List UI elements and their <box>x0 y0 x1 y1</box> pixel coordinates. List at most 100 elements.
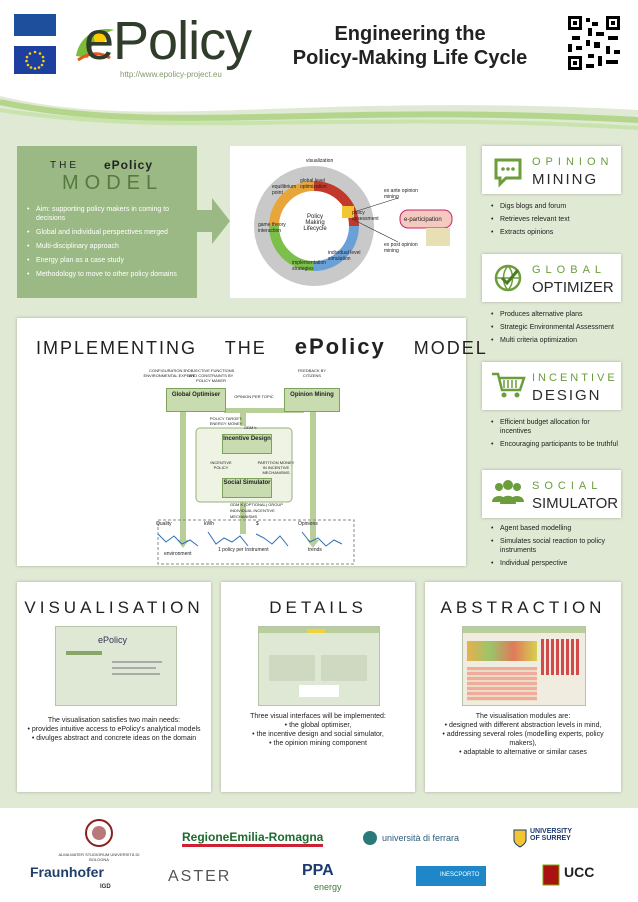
diag-global-opt: global level optimization <box>300 178 327 190</box>
list-item: Simulates social reaction to policy inst… <box>490 537 620 555</box>
inesc-logo <box>416 866 486 886</box>
incentive-title-2: DESIGN <box>532 387 602 404</box>
impl-opinions: Opinions <box>298 521 318 527</box>
diag-visualization: visualization <box>306 158 334 164</box>
visualisation-intro: The visualisation satisfies two main nee… <box>47 717 181 724</box>
social-simulator-node[interactable]: Social Simulator <box>222 478 272 498</box>
list-item: • provides intuitive access to ePolicy's… <box>27 726 201 733</box>
impl-title-d: MODEL <box>413 338 488 358</box>
sponsor-strip <box>0 808 638 902</box>
impl-partition: Partition money in Incentive Mechanisms <box>257 460 295 475</box>
list-item: Strategic Environmental Assessment <box>490 323 625 332</box>
header-wave <box>0 92 638 140</box>
impl-feedback: Feedback by Citizens <box>297 368 326 378</box>
impl-policy-instrument: 1 policy per Instrument <box>218 547 269 553</box>
list-item: • divulges abstract and concrete ideas o… <box>31 735 197 742</box>
opinion-bullets: Digs blogs and forum Retrieves relevant … <box>490 202 620 241</box>
impl-policy-target: Policy Target: Energy Money <box>209 416 243 426</box>
title-line-2: Policy-Making Life Cycle <box>292 47 528 69</box>
social-simulator-label: Social Simulator <box>223 480 271 486</box>
impl-objective: Objective Functions and Constraints by P… <box>187 368 235 383</box>
impl-title-b: THE <box>224 338 267 358</box>
global-optimiser-node[interactable]: Global Optimiser <box>166 388 226 412</box>
list-item: Encouraging participants to be truthful <box>490 440 620 449</box>
fp7-logo <box>14 14 56 36</box>
sponsor-emilia: RegioneEmilia-Romagna <box>182 830 324 847</box>
surrey-crest-icon <box>513 829 527 848</box>
visualisation-screenshot: ePolicy <box>55 626 177 706</box>
ferrara-logo-icon <box>363 831 377 845</box>
list-item: • the global optimiser, <box>284 722 352 729</box>
impl-incentive-policy: Incentive Policy <box>210 460 232 470</box>
impl-environment: environment <box>164 551 192 557</box>
abstraction-screenshot <box>462 626 586 706</box>
list-item: Efficient budget allocation for incentiv… <box>490 418 620 436</box>
arrow-right-icon <box>196 198 230 244</box>
impl-quality: Quality <box>156 521 172 527</box>
diag-policy-assessment: policy assessment <box>352 210 379 222</box>
incentive-design-label: Incentive Design <box>223 436 271 442</box>
global-title-1: GLOBAL <box>532 264 607 276</box>
sponsor-ppa: PPA <box>302 862 334 879</box>
social-card-header <box>482 470 621 518</box>
model-the: THE <box>50 160 79 171</box>
header <box>0 0 638 92</box>
impl-opinion-topic: Opinion per topic <box>234 394 274 399</box>
social-bullets: Agent based modelling Simulates social r… <box>490 524 620 572</box>
impl-kwh: kWh <box>204 521 214 527</box>
model-epolicy: ePolicy <box>104 158 154 172</box>
incentive-bullets: Efficient budget allocation for incentiv… <box>490 418 620 453</box>
sponsor-surrey: UNIVERSITY OF SURREY <box>530 828 572 842</box>
bologna-seal-icon <box>85 819 113 847</box>
eu-flag <box>14 46 56 74</box>
impl-gdm-optional: GDM k (optional) Group Individual Incent… <box>230 502 283 519</box>
diag-equilibrium: equilibrium point <box>272 184 297 196</box>
opinion-card-header <box>482 146 621 194</box>
list-item: Agent based modelling <box>490 524 620 533</box>
abstraction-title: ABSTRACTION <box>440 598 606 617</box>
opinion-mining-node[interactable]: Opinion Mining <box>284 388 340 412</box>
list-item: • the opinion mining component <box>269 740 367 747</box>
details-screenshot <box>258 626 380 706</box>
incentive-title-1: INCENTIVE <box>532 372 618 384</box>
incentive-design-node[interactable]: Incentive Design <box>222 434 272 454</box>
screenshot-logo: ePolicy <box>98 635 128 645</box>
abstraction-text: The visualisation modules are: • designe… <box>428 712 618 757</box>
impl-gdm: GDM k <box>244 425 257 430</box>
global-optimiser-label: Global Optimiser <box>171 392 221 398</box>
list-item: Global and individual perspectives merge… <box>26 228 196 237</box>
sponsor-igd: IGD <box>100 884 111 890</box>
sponsor-ferrara: università di ferrara <box>382 833 460 843</box>
opinion-title-2: MINING <box>532 171 599 188</box>
details-intro: Three visual interfaces will be implemen… <box>250 713 386 720</box>
list-item: Digs blogs and forum <box>490 202 620 211</box>
diag-ex-post: ex post opinion mining <box>384 242 418 254</box>
epolicy-logo-icon <box>76 29 114 62</box>
title-line-1: Engineering the <box>334 23 486 45</box>
list-item: Aim: supporting policy makers in coming … <box>26 205 196 223</box>
diag-e-participation: e-participation <box>404 217 442 223</box>
model-heading: MODEL <box>62 172 164 194</box>
logo-url[interactable]: http://www.epolicy-project.eu <box>120 70 222 79</box>
list-item: Produces alternative plans <box>490 310 625 319</box>
list-item: • addressing several roles (modelling ex… <box>442 731 604 747</box>
poster-title: Engineering the Policy-Making Life Cycle <box>270 22 550 70</box>
social-title-1: SOCIAL <box>532 480 603 492</box>
opinion-mining-label: Opinion Mining <box>290 392 334 398</box>
list-item: • the incentive design and social simula… <box>252 731 384 738</box>
trend-sparklines <box>157 531 343 547</box>
impl-money: $ <box>256 521 259 527</box>
global-bullets: Produces alternative plans Strategic Env… <box>490 310 625 349</box>
opinion-title-1: OPINION <box>532 156 614 168</box>
list-item: Retrieves relevant text <box>490 215 620 224</box>
ucc-crest-icon <box>542 864 560 886</box>
people-group-icon <box>492 480 524 504</box>
social-title-2: SIMULATOR <box>532 495 619 512</box>
list-item: Methodology to move to other policy doma… <box>26 270 196 279</box>
sponsor-energy: energy <box>314 882 342 892</box>
global-title-2: OPTIMIZER <box>532 279 614 296</box>
shopping-cart-icon <box>492 372 526 398</box>
diag-implementation: implementation strategies <box>292 260 326 272</box>
list-item: • designed with different abstraction le… <box>444 722 602 729</box>
incentive-card-header <box>482 362 621 410</box>
